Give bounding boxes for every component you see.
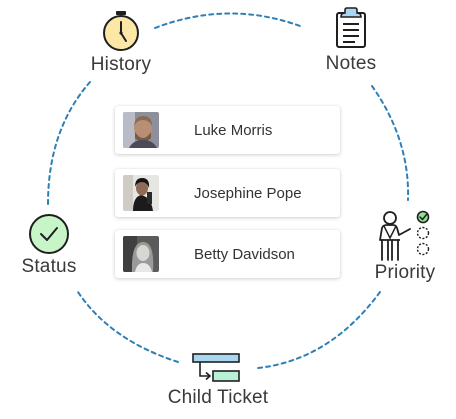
- priority-node[interactable]: Priority: [362, 210, 448, 284]
- user-card[interactable]: Josephine Pope: [115, 169, 340, 217]
- user-card[interactable]: Betty Davidson: [115, 230, 340, 278]
- user-name: Josephine Pope: [194, 184, 302, 202]
- ring-arc-child-status: [77, 291, 179, 363]
- ring-arc-priority-child: [257, 291, 381, 369]
- clock-icon: [103, 11, 139, 51]
- ring-arc-notes-priority: [371, 85, 410, 201]
- user-card[interactable]: Luke Morris: [115, 106, 340, 154]
- notes-node[interactable]: Notes: [313, 7, 389, 75]
- child-ticket-icon: [192, 353, 240, 382]
- clipboard-icon: [336, 7, 366, 48]
- check-circle-icon: [29, 214, 69, 254]
- avatar: [123, 112, 159, 148]
- status-label: Status: [21, 256, 77, 277]
- child-ticket-node[interactable]: Child Ticket: [150, 352, 286, 409]
- presenter-checklist-icon: [379, 210, 430, 261]
- child-ticket-label: Child Ticket: [167, 387, 269, 408]
- ring-arc-history-notes: [154, 12, 301, 29]
- user-name: Betty Davidson: [194, 245, 295, 263]
- avatar: [123, 236, 159, 272]
- history-node[interactable]: History: [80, 10, 162, 76]
- avatar: [123, 175, 159, 211]
- user-name: Luke Morris: [194, 121, 273, 139]
- ring-arc-status-history: [47, 81, 91, 205]
- status-node[interactable]: Status: [10, 212, 88, 278]
- history-label: History: [90, 54, 152, 75]
- notes-label: Notes: [325, 53, 377, 74]
- priority-label: Priority: [374, 262, 436, 283]
